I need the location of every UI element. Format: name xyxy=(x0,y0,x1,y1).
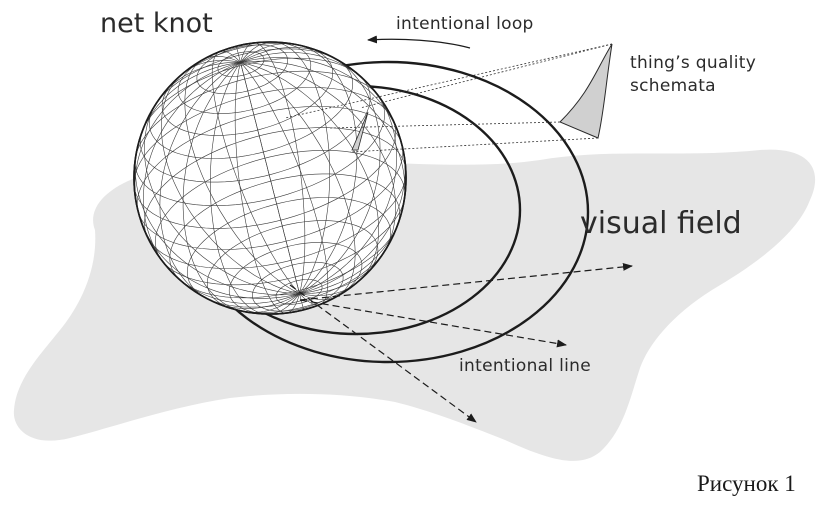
schemata-label-line1: thing’s quality xyxy=(630,53,757,73)
schemata-label: thing’s quality schemata xyxy=(630,52,756,98)
intentional-line-arrow-1 xyxy=(299,262,633,301)
sphere-grid-line xyxy=(135,62,300,296)
sphere-grid-line xyxy=(159,62,300,309)
schemata-shape xyxy=(284,43,613,153)
intentional-line-arrow-2 xyxy=(299,299,567,348)
sphere-grid-line xyxy=(144,61,300,294)
figure-caption: Рисунок 1 xyxy=(697,471,796,496)
sphere-grid-line xyxy=(240,47,381,294)
sphere-grid-line xyxy=(240,60,405,294)
net-knot-label: net knot xyxy=(100,8,213,39)
visual-field-area xyxy=(13,149,816,461)
sphere-grid-line xyxy=(240,62,396,295)
intentional-loop-arrow xyxy=(367,35,471,49)
visual-field-label: visual field xyxy=(580,206,742,241)
intentional-line-arrow-3 xyxy=(289,284,477,423)
intentional-loop-label: intentional loop xyxy=(396,14,534,34)
sphere-grid-line xyxy=(240,52,397,294)
arrows xyxy=(289,35,633,423)
intentional-line-label: intentional line xyxy=(459,356,591,376)
sphere-grid-line xyxy=(143,62,300,304)
schemata-label-line2: schemata xyxy=(630,76,716,96)
net-knot-sphere xyxy=(133,41,407,315)
